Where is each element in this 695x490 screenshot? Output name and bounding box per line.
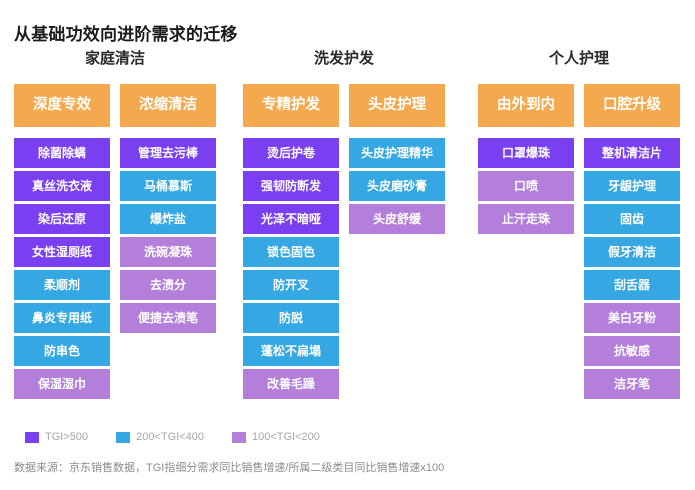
demand-cell[interactable]: 防开叉 — [243, 270, 339, 300]
demand-cell[interactable]: 头皮护理精华 — [349, 138, 445, 168]
legend-item: 100<TGI<200 — [232, 431, 320, 443]
column: 由外到内口罩爆珠口喷止汗走珠 — [478, 84, 574, 399]
section-0: 家庭清洁深度专效除菌除螨真丝洗衣液染后还原女性湿厕纸柔顺剂鼻炎专用纸防串色保湿湿… — [14, 48, 216, 399]
demand-cell[interactable]: 爆炸盐 — [120, 204, 216, 234]
demand-cell[interactable]: 便捷去渍笔 — [120, 303, 216, 333]
section-title: 个人护理 — [548, 50, 609, 67]
legend: TGI>500 200<TGI<400 100<TGI<200 — [25, 431, 320, 443]
column: 深度专效除菌除螨真丝洗衣液染后还原女性湿厕纸柔顺剂鼻炎专用纸防串色保湿湿巾 — [14, 84, 110, 399]
demand-cell[interactable]: 强韧防断发 — [243, 171, 339, 201]
demand-cell[interactable]: 美白牙粉 — [584, 303, 680, 333]
column: 口腔升级整机清洁片牙龈护理固齿假牙清洁刮舌器美白牙粉抗敏感洁牙笔 — [584, 84, 680, 399]
section-title: 洗发护发 — [313, 50, 374, 67]
demand-cell[interactable]: 止汗走珠 — [478, 204, 574, 234]
column-group: 由外到内口罩爆珠口喷止汗走珠口腔升级整机清洁片牙龈护理固齿假牙清洁刮舌器美白牙粉… — [478, 84, 680, 399]
demand-cell[interactable]: 光泽不暗哑 — [243, 204, 339, 234]
demand-cell[interactable]: 管理去污棒 — [120, 138, 216, 168]
legend-item: TGI>500 — [25, 431, 88, 443]
demand-cell[interactable]: 去渍分 — [120, 270, 216, 300]
demand-cell[interactable]: 头皮磨砂膏 — [349, 171, 445, 201]
column-group: 深度专效除菌除螨真丝洗衣液染后还原女性湿厕纸柔顺剂鼻炎专用纸防串色保湿湿巾浓缩清… — [14, 84, 216, 399]
column-header[interactable]: 专精护发 — [243, 84, 339, 127]
demand-cell[interactable]: 马桶慕斯 — [120, 171, 216, 201]
demand-cell[interactable]: 鼻炎专用纸 — [14, 303, 110, 333]
section-2: 个人护理由外到内口罩爆珠口喷止汗走珠口腔升级整机清洁片牙龈护理固齿假牙清洁刮舌器… — [478, 48, 680, 399]
demand-cell[interactable]: 烫后护卷 — [243, 138, 339, 168]
demand-cell[interactable]: 防脱 — [243, 303, 339, 333]
column-header[interactable]: 头皮护理 — [349, 84, 445, 127]
legend-label: 200<TGI<400 — [136, 431, 204, 443]
section-1: 洗发护发专精护发烫后护卷强韧防断发光泽不暗哑锁色固色防开叉防脱蓬松不扁塌改善毛躁… — [243, 48, 445, 399]
column: 浓缩清洁管理去污棒马桶慕斯爆炸盐洗碗凝珠去渍分便捷去渍笔 — [120, 84, 216, 399]
demand-cell[interactable]: 口罩爆珠 — [478, 138, 574, 168]
section-title: 家庭清洁 — [84, 50, 145, 67]
column: 专精护发烫后护卷强韧防断发光泽不暗哑锁色固色防开叉防脱蓬松不扁塌改善毛躁 — [243, 84, 339, 399]
column-header[interactable]: 深度专效 — [14, 84, 110, 127]
legend-swatch-icon — [116, 431, 131, 443]
demand-cell[interactable]: 除菌除螨 — [14, 138, 110, 168]
demand-cell[interactable]: 牙龈护理 — [584, 171, 680, 201]
demand-cell[interactable]: 染后还原 — [14, 204, 110, 234]
demand-cell[interactable]: 真丝洗衣液 — [14, 171, 110, 201]
demand-cell[interactable]: 刮舌器 — [584, 270, 680, 300]
demand-cell[interactable]: 防串色 — [14, 336, 110, 366]
column-group: 专精护发烫后护卷强韧防断发光泽不暗哑锁色固色防开叉防脱蓬松不扁塌改善毛躁头皮护理… — [243, 84, 445, 399]
demand-cell[interactable]: 柔顺剂 — [14, 270, 110, 300]
column-header[interactable]: 口腔升级 — [584, 84, 680, 127]
demand-cell[interactable]: 保湿湿巾 — [14, 369, 110, 399]
column-header[interactable]: 浓缩清洁 — [120, 84, 216, 127]
demand-cell[interactable]: 洁牙笔 — [584, 369, 680, 399]
legend-label: 100<TGI<200 — [252, 431, 320, 443]
demand-cell[interactable]: 假牙清洁 — [584, 237, 680, 267]
demand-cell[interactable]: 女性湿厕纸 — [14, 237, 110, 267]
footnote: 数据来源：京东销售数据，TGI指细分需求同比销售增速/所属二级类目同比销售增速x… — [14, 462, 445, 474]
demand-cell[interactable]: 蓬松不扁塌 — [243, 336, 339, 366]
demand-cell[interactable]: 固齿 — [584, 204, 680, 234]
demand-cell[interactable]: 抗敏感 — [584, 336, 680, 366]
demand-cell[interactable]: 头皮舒缓 — [349, 204, 445, 234]
demand-cell[interactable]: 口喷 — [478, 171, 574, 201]
column: 头皮护理头皮护理精华头皮磨砂膏头皮舒缓 — [349, 84, 445, 399]
demand-cell[interactable]: 锁色固色 — [243, 237, 339, 267]
legend-swatch-icon — [25, 431, 39, 443]
demand-cell[interactable]: 整机清洁片 — [584, 138, 680, 168]
legend-label: TGI>500 — [45, 431, 89, 443]
page-title: 从基础功效向进阶需求的迁移 — [14, 25, 238, 45]
legend-item: 200<TGI<400 — [116, 431, 204, 443]
legend-swatch-icon — [232, 431, 246, 443]
column-header[interactable]: 由外到内 — [478, 84, 574, 127]
demand-cell[interactable]: 改善毛躁 — [243, 369, 339, 399]
demand-cell[interactable]: 洗碗凝珠 — [120, 237, 216, 267]
